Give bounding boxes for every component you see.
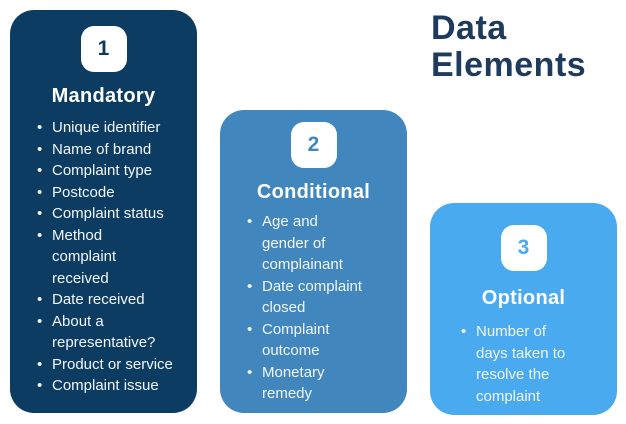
- card-number-badge: 3: [500, 225, 547, 271]
- card-number: 1: [97, 37, 110, 60]
- list-item: Age and gender of complainant: [247, 211, 401, 276]
- card-conditional: 2 Conditional Age and gender of complain…: [220, 110, 407, 413]
- list-item: Name of brand: [37, 139, 191, 161]
- list-item: Complaint issue: [37, 375, 191, 397]
- list-item: Date complaint closed: [247, 276, 401, 319]
- list-item: Postcode: [37, 182, 191, 204]
- card-number-badge: 1: [80, 26, 127, 72]
- card-heading: Conditional: [256, 181, 371, 203]
- card-list: Unique identifier Name of brand Complain…: [10, 117, 197, 397]
- card-heading: Mandatory: [51, 85, 156, 107]
- list-item: Complaint status: [37, 203, 191, 225]
- list-item: Date received: [37, 289, 191, 311]
- list-item: Number of days taken to resolve the comp…: [461, 321, 611, 407]
- page-title: Data Elements: [431, 9, 587, 84]
- card-list: Number of days taken to resolve the comp…: [430, 321, 617, 407]
- card-list: Age and gender of complainant Date compl…: [220, 211, 407, 405]
- list-item: Method complaint received: [37, 225, 191, 290]
- list-item: Complaint type: [37, 160, 191, 182]
- card-mandatory: 1 Mandatory Unique identifier Name of br…: [10, 10, 197, 413]
- list-item: About a representative?: [37, 311, 191, 354]
- card-optional: 3 Optional Number of days taken to resol…: [430, 203, 617, 415]
- card-heading: Optional: [481, 287, 566, 309]
- list-item: Complaint outcome: [247, 319, 401, 362]
- card-number: 3: [517, 236, 530, 259]
- list-item: Product or service: [37, 354, 191, 376]
- card-number-badge: 2: [290, 122, 337, 168]
- card-number: 2: [307, 133, 320, 156]
- list-item: Unique identifier: [37, 117, 191, 139]
- list-item: Monetary remedy: [247, 362, 401, 405]
